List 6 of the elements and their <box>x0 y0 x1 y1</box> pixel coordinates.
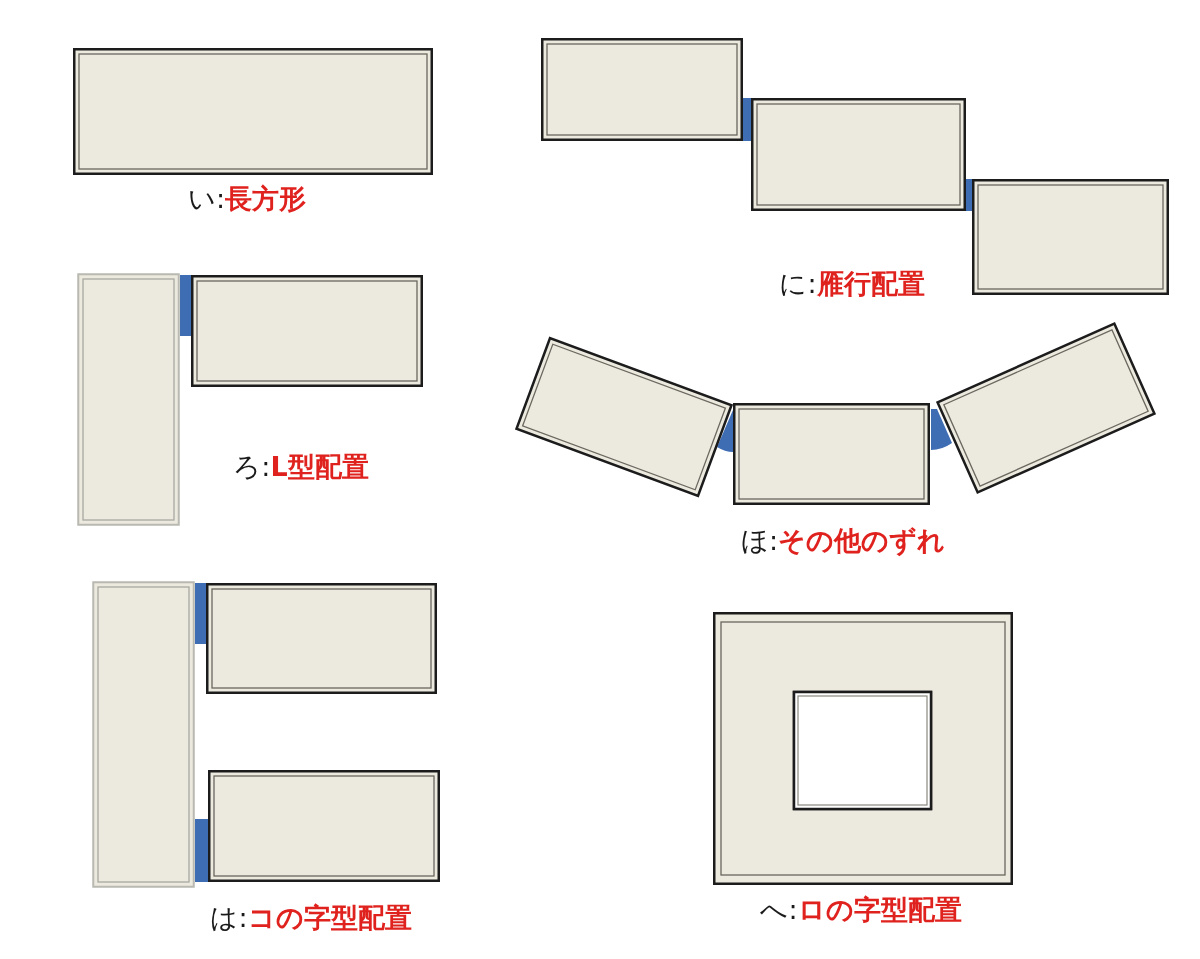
caption: へ:ロの字型配置 <box>760 894 962 926</box>
caption: に:雁行配置 <box>779 268 925 300</box>
caption: い:長方形 <box>187 183 307 215</box>
caption: ほ:その他のずれ <box>740 525 946 557</box>
caption: ろ:L型配置 <box>233 451 369 483</box>
caption: は:コの字型配置 <box>210 902 412 934</box>
